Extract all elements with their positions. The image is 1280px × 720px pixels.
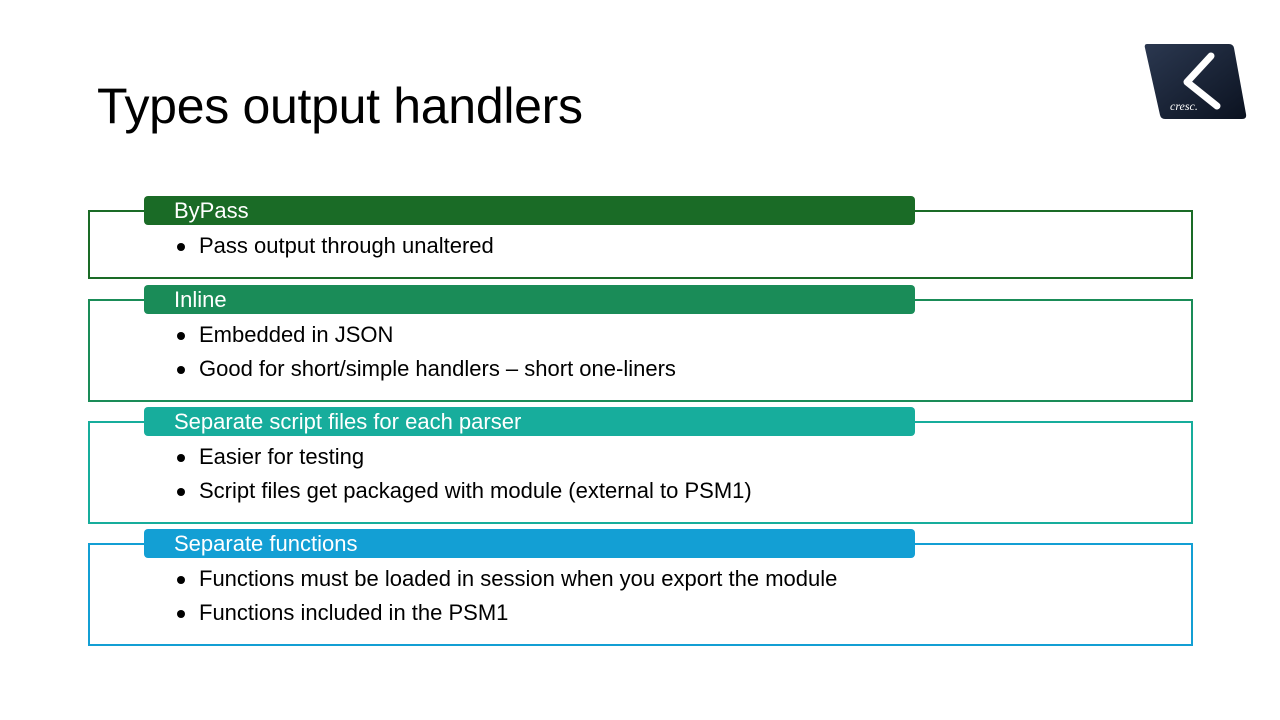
cresc-logo: cresc. <box>1143 42 1247 120</box>
bullet-item: Functions must be loaded in session when… <box>174 562 837 596</box>
section-bypass: ByPass Pass output through unaltered <box>88 196 1193 280</box>
section-separate-script-files: Separate script files for each parser Ea… <box>88 407 1193 525</box>
bullet-item: Embedded in JSON <box>174 318 676 352</box>
bullet-list: Embedded in JSON Good for short/simple h… <box>174 318 676 386</box>
bullet-item: Good for short/simple handlers – short o… <box>174 352 676 386</box>
bullet-list: Easier for testing Script files get pack… <box>174 440 752 508</box>
bullet-icon <box>177 366 185 374</box>
bullet-item: Script files get packaged with module (e… <box>174 474 752 508</box>
svg-text:cresc.: cresc. <box>1170 99 1198 113</box>
bullet-icon <box>177 454 185 462</box>
section-box <box>88 543 1193 646</box>
bullet-icon <box>177 243 185 251</box>
bullet-list: Pass output through unaltered <box>174 229 494 263</box>
section-inline: Inline Embedded in JSON Good for short/s… <box>88 285 1193 403</box>
bullet-item: Functions included in the PSM1 <box>174 596 837 630</box>
bullet-icon <box>177 488 185 496</box>
bullet-item: Pass output through unaltered <box>174 229 494 263</box>
section-separate-functions: Separate functions Functions must be loa… <box>88 529 1193 647</box>
slide-title: Types output handlers <box>97 78 583 134</box>
section-heading: Inline <box>144 285 915 314</box>
bullet-icon <box>177 610 185 618</box>
chevron-left-icon <box>1183 52 1221 110</box>
section-heading: Separate functions <box>144 529 915 558</box>
section-heading: Separate script files for each parser <box>144 407 915 436</box>
bullet-icon <box>177 332 185 340</box>
bullet-list: Functions must be loaded in session when… <box>174 562 837 630</box>
section-heading: ByPass <box>144 196 915 225</box>
bullet-item: Easier for testing <box>174 440 752 474</box>
bullet-icon <box>177 576 185 584</box>
